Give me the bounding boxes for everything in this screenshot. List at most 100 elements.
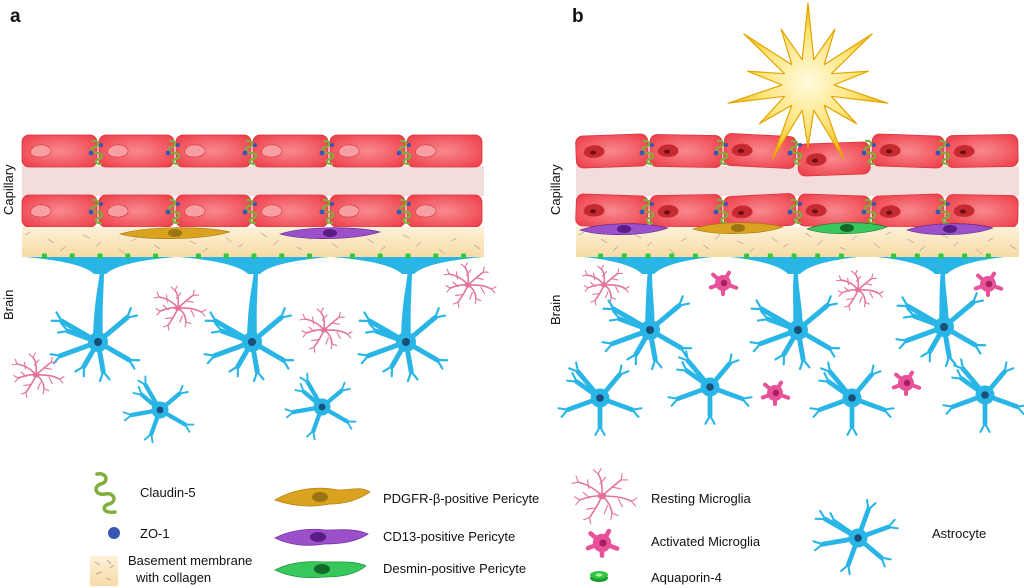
endothelial-cell xyxy=(175,134,252,168)
desmin-pericyte xyxy=(806,222,888,234)
aquaporin4-channel xyxy=(195,253,201,259)
aquaporin4-channel xyxy=(914,253,920,259)
aquaporin4-channel xyxy=(598,253,604,259)
endothelial-cell xyxy=(98,134,175,168)
zo1-icon xyxy=(108,527,120,539)
legend-basement-line2: with collagen xyxy=(135,570,211,585)
claudin5-junction xyxy=(937,139,951,166)
endothelial-cell xyxy=(649,194,723,228)
aquaporin4-channel xyxy=(767,253,773,259)
astrocyte-nucleus xyxy=(596,394,604,402)
claudin5-junction xyxy=(937,198,951,225)
zo1-dot xyxy=(713,209,719,215)
aquaporin4-channel xyxy=(279,253,285,259)
claudin5-junction xyxy=(641,139,655,166)
aquaporin4-channel xyxy=(251,253,257,259)
endothelial-cell xyxy=(649,134,723,168)
resting-microglia xyxy=(299,307,353,353)
activated-microglia xyxy=(760,380,791,406)
capillary-lumen xyxy=(576,166,1019,196)
aquaporin4-channel xyxy=(125,253,131,259)
activated-microglia xyxy=(891,370,922,396)
panel-b-brain-label: Brain xyxy=(548,295,563,325)
astrocyte-nucleus xyxy=(94,338,102,346)
endothelial-cell xyxy=(871,193,945,229)
zo1-dot xyxy=(242,150,248,156)
aquaporin4-channel xyxy=(69,253,75,259)
endothelial-cell xyxy=(252,194,329,228)
activated-microglia xyxy=(708,270,739,296)
aquaporin4-channel xyxy=(669,253,675,259)
endothelial-cell xyxy=(21,194,98,228)
zo1-dot xyxy=(935,150,941,156)
claudin5-junction xyxy=(863,139,877,166)
astrocyte-nucleus xyxy=(318,403,326,411)
zo1-dot xyxy=(713,150,719,156)
astrocyte xyxy=(809,361,895,436)
basement-membrane-icon xyxy=(90,556,118,586)
aquaporin4-channel xyxy=(838,253,844,259)
astrocyte-nucleus xyxy=(248,338,256,346)
injury-burst-icon xyxy=(727,2,889,160)
astrocyte xyxy=(357,270,449,383)
astrocyte xyxy=(667,350,753,425)
astrocyte xyxy=(895,270,987,368)
aquaporin4-channel xyxy=(377,253,383,259)
legend-claudin5: Claudin-5 xyxy=(140,485,196,500)
aquaporin4-channel xyxy=(938,253,944,259)
astrocyte-nucleus xyxy=(402,338,410,346)
panel-a-brain-label: Brain xyxy=(1,290,16,320)
endothelial-cell xyxy=(329,194,406,228)
zo1-dot xyxy=(639,209,645,215)
legend-basement-line1: Basement membrane xyxy=(128,553,252,568)
endothelial-cell xyxy=(723,133,797,169)
resting-microglia xyxy=(835,269,884,311)
legend-pdgfr: PDGFR-β-positive Pericyte xyxy=(383,491,539,506)
claudin5-junction xyxy=(167,198,181,225)
zo1-dot xyxy=(396,209,402,215)
aquaporin4-channel xyxy=(153,253,159,259)
endothelial-cell xyxy=(252,134,329,168)
resting-microglia xyxy=(571,467,638,525)
legend-desmin: Desmin-positive Pericyte xyxy=(383,561,526,576)
zo1-dot xyxy=(639,150,645,156)
endothelial-cell xyxy=(329,134,406,168)
zo1-dot xyxy=(88,150,94,156)
aquaporin4-channel xyxy=(891,253,897,259)
resting-microglia xyxy=(153,285,207,331)
zo1-dot xyxy=(88,209,94,215)
legend: Claudin-5 ZO-1 Basement membrane with co… xyxy=(90,467,986,586)
aquaporin4-channel xyxy=(645,253,651,259)
zo1-dot xyxy=(165,150,171,156)
panel-a-capillary-label: Capillary xyxy=(1,164,16,215)
astrocyte xyxy=(284,372,357,441)
astrocyte xyxy=(942,358,1024,433)
endothelial-cell xyxy=(406,194,483,228)
claudin5-junction xyxy=(789,139,803,166)
basement-membrane xyxy=(22,227,484,257)
astrocyte-nucleus xyxy=(981,391,989,399)
claudin5-junction xyxy=(167,139,181,166)
aquaporin4-channel xyxy=(433,253,439,259)
legend-astrocyte: Astrocyte xyxy=(932,526,986,541)
zo1-dot xyxy=(242,209,248,215)
legend-resting-microglia: Resting Microglia xyxy=(651,491,751,506)
astrocyte xyxy=(812,498,899,576)
activated-microglia-icon xyxy=(585,528,620,558)
legend-zo1: ZO-1 xyxy=(140,526,170,541)
zo1-dot xyxy=(165,209,171,215)
legend-activated-microglia: Activated Microglia xyxy=(651,534,761,549)
astrocyte xyxy=(122,375,195,444)
aquaporin4-channel xyxy=(962,253,968,259)
endothelial-cell xyxy=(575,193,649,229)
astrocyte xyxy=(49,270,141,383)
astrocyte xyxy=(601,270,693,371)
cd13-pericyte xyxy=(906,223,994,235)
astrocyte xyxy=(203,270,295,383)
zo1-dot xyxy=(787,150,793,156)
endothelial-cell xyxy=(797,141,871,177)
endothelial-cell xyxy=(945,194,1019,228)
endothelial-cell xyxy=(406,134,483,168)
astrocyte xyxy=(557,361,643,436)
